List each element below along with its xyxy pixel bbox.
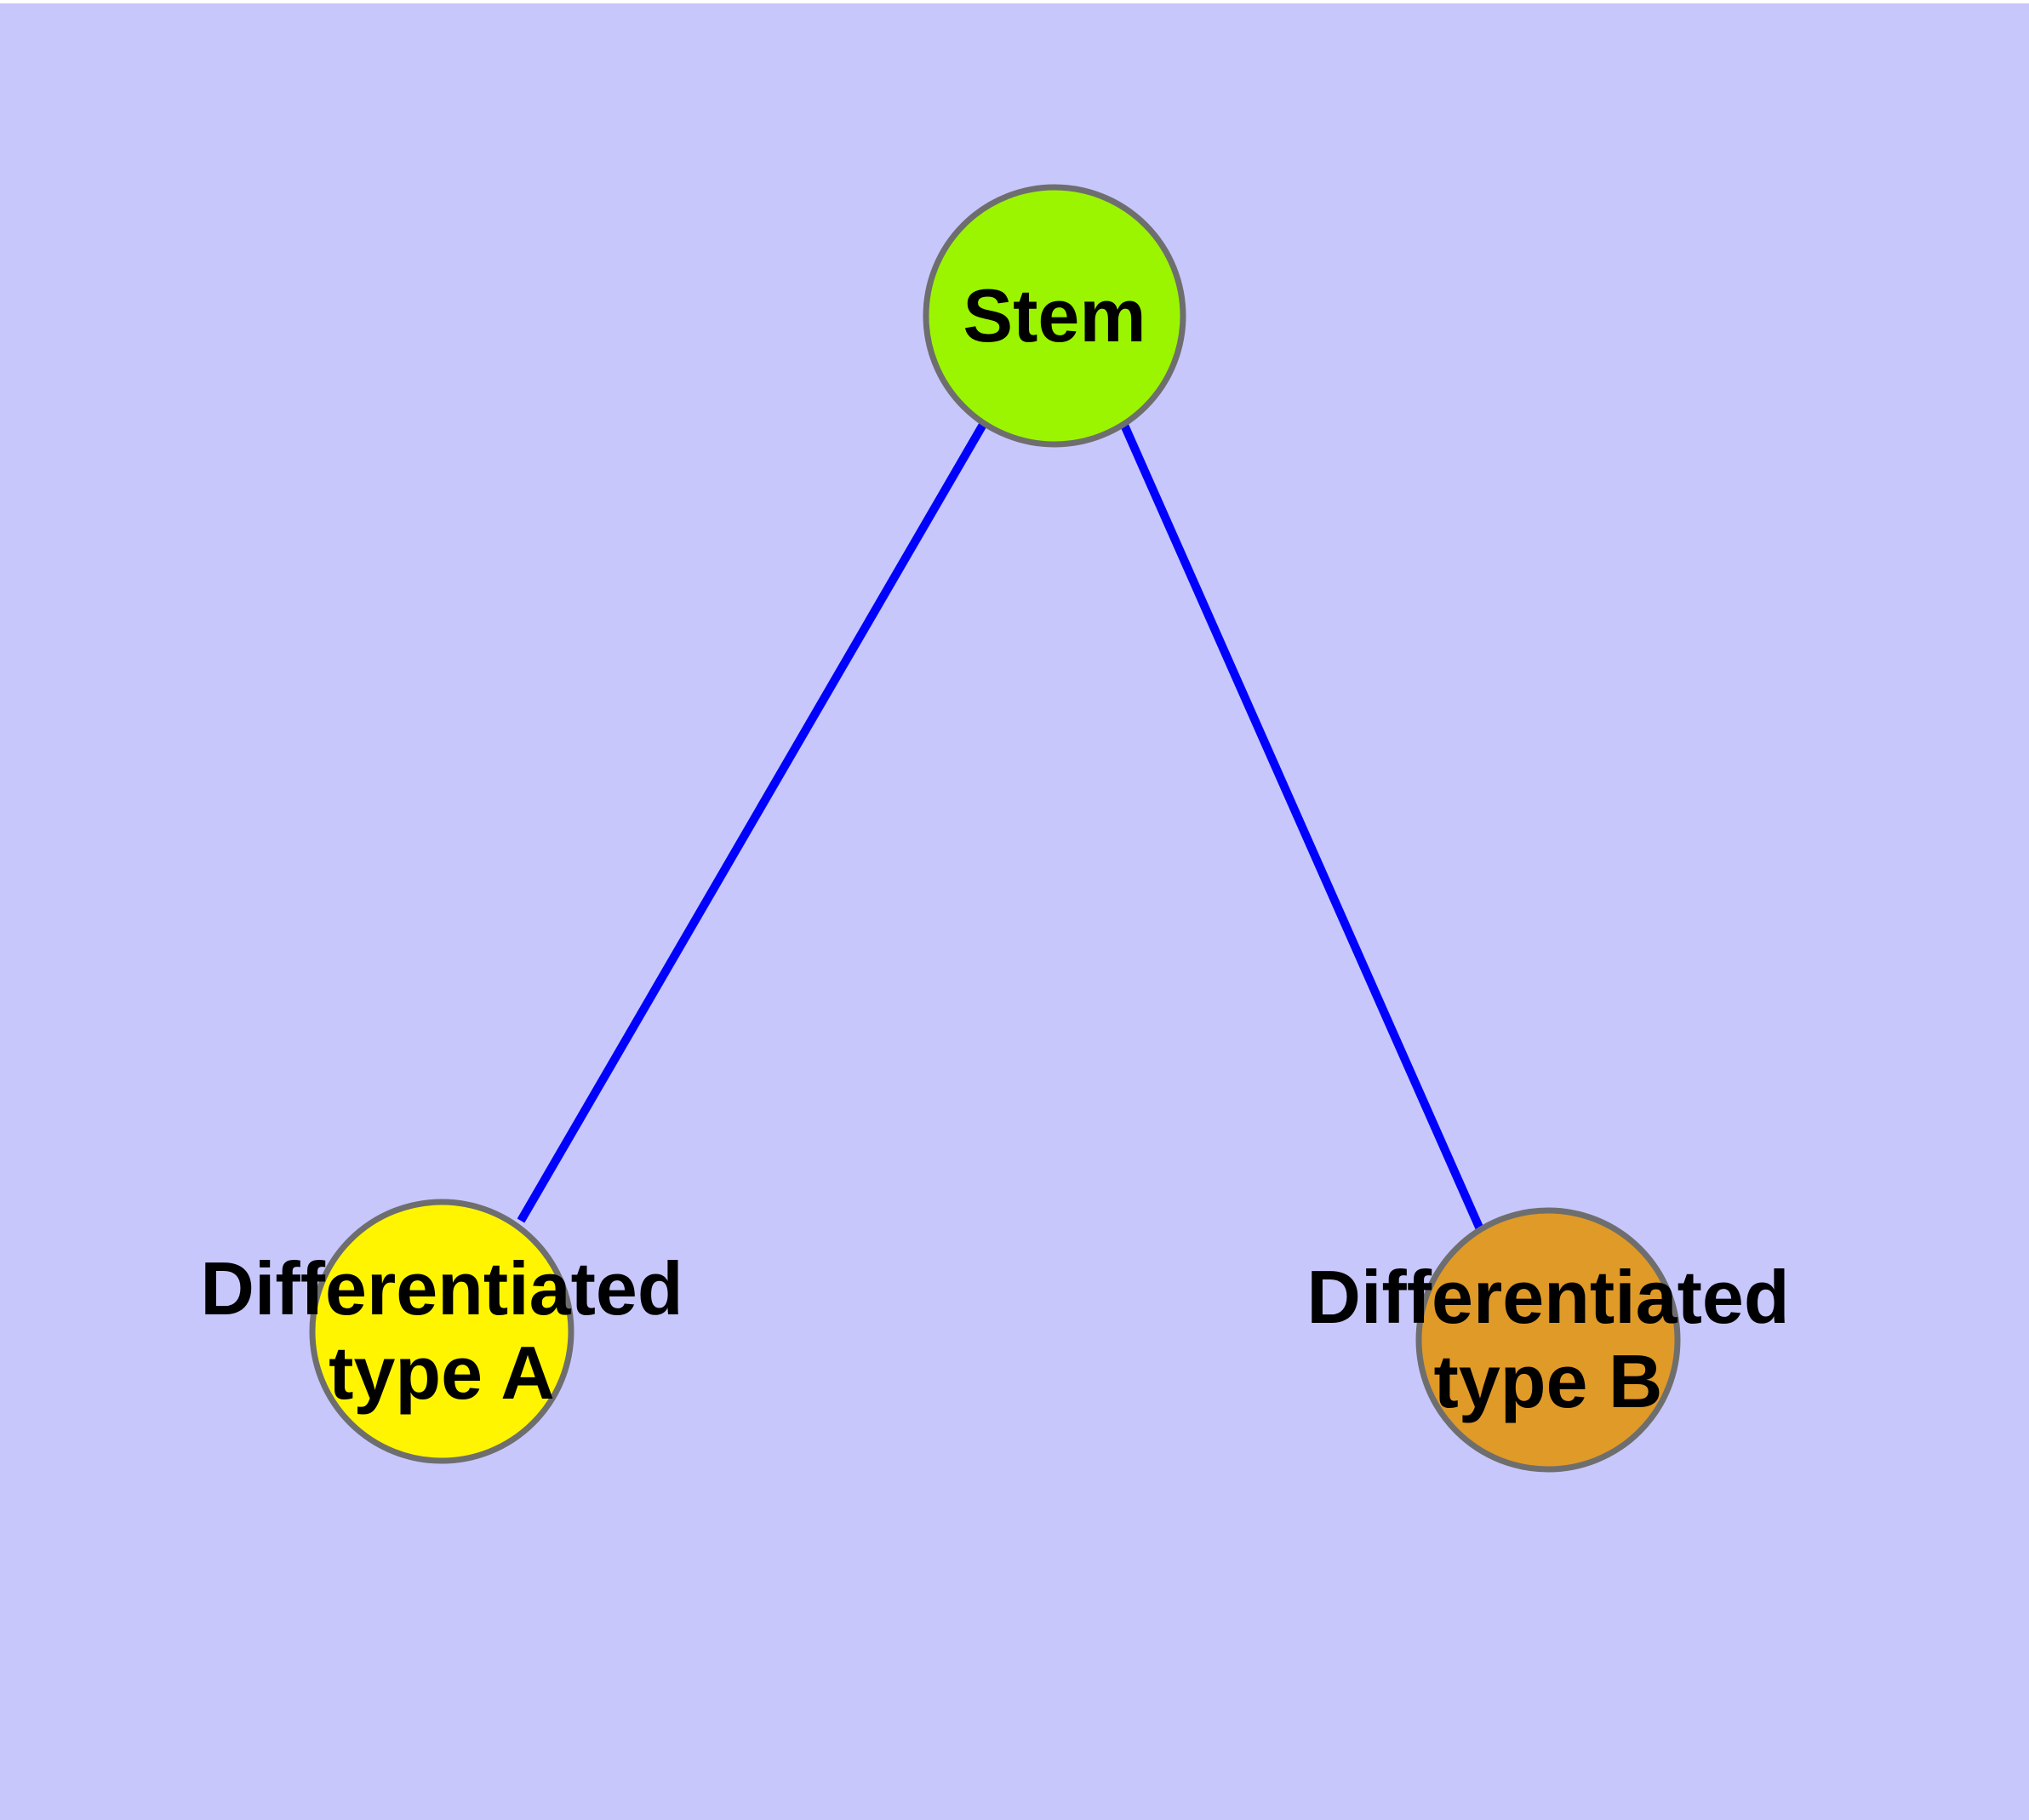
edge-layer	[517, 421, 1484, 1232]
node-differentiated-type-b[interactable]	[1415, 1207, 1681, 1473]
node-differentiated-type-a[interactable]	[309, 1199, 574, 1464]
edge-stem-to-diff-a[interactable]	[517, 421, 988, 1223]
node-stem[interactable]	[923, 184, 1186, 448]
edge-stem-to-diff-b[interactable]	[1119, 421, 1484, 1232]
node-layer	[309, 184, 1681, 1473]
